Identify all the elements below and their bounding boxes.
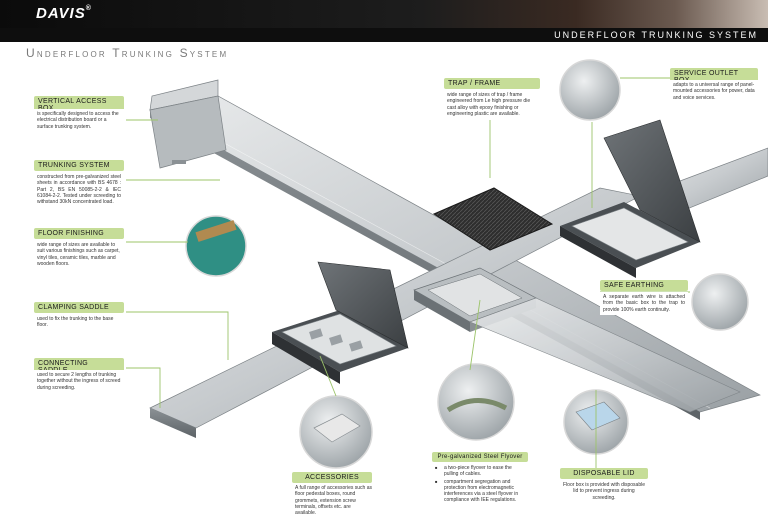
- flyover-text: a two-piece flyover to ease the pulling …: [432, 463, 528, 507]
- safe-earthing-title: SAFE EARTHING: [600, 280, 688, 291]
- floor-finishing-text: wide range of sizes are available to sui…: [34, 240, 126, 270]
- left-floor-box: [272, 261, 409, 384]
- header-bar: [0, 28, 768, 42]
- header-title: UNDERFLOOR TRUNKING SYSTEM: [554, 30, 758, 40]
- safe-earthing-text: A separate earth wire is attached from t…: [600, 292, 688, 315]
- floor-finishing-title: FLOOR FINISHING: [34, 228, 124, 239]
- flyover-title: Pre-galvanized Steel Flyover: [432, 452, 528, 462]
- flyover-item: compartment segregation and protection f…: [435, 479, 525, 504]
- service-outlet-inset: [559, 59, 621, 121]
- logo-mark: ®: [85, 5, 92, 12]
- right-floor-box: [560, 119, 701, 278]
- davis-logo: DAVIS®: [36, 5, 92, 22]
- disposable-lid-text: Floor box is provided with disposable li…: [560, 480, 648, 503]
- lower-trunk: [469, 297, 741, 413]
- trap-frame-title: TRAP / FRAME: [444, 78, 540, 89]
- connecting-saddle-text: used to secure 2 lengths of trunking tog…: [34, 370, 126, 393]
- trunking-system-text: constructed from pre-galvanized steel sh…: [34, 172, 124, 208]
- flyover-list: a two-piece flyover to ease the pulling …: [435, 465, 525, 504]
- disposable-lid-title: DISPOSABLE LID: [560, 468, 648, 479]
- accessories-text: A full range of accessories such as floo…: [292, 483, 376, 519]
- clamping-saddle-title: CLAMPING SADDLE: [34, 302, 124, 313]
- trap-frame-text: wide range of sizes of trap / frame engi…: [444, 90, 540, 120]
- logo-text: DAVIS: [36, 5, 86, 22]
- accessories-title: ACCESSORIES: [292, 472, 372, 483]
- trap-frame-art: [432, 187, 554, 251]
- safe-earthing-inset: [691, 273, 749, 331]
- floor-finishing-inset: [185, 215, 247, 277]
- service-outlet-box-text: adapts to a universal range of panel-mou…: [670, 80, 760, 103]
- page-subtitle: Underfloor Trunking System: [26, 46, 229, 60]
- clamping-saddle-text: used to fix the trunking to the base flo…: [34, 314, 126, 331]
- vertical-access-box-art: [149, 79, 227, 169]
- vertical-access-box-text: is specifically designed to access the e…: [34, 109, 124, 132]
- flyover-item: a two-piece flyover to ease the pulling …: [435, 465, 525, 478]
- trunking-system-title: TRUNKING SYSTEM: [34, 160, 124, 171]
